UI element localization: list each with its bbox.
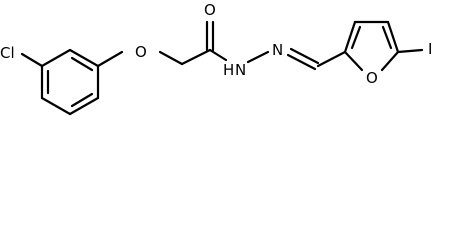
bond-furan-c: [386, 20, 400, 54]
bond-ring1-d: [68, 96, 100, 116]
atom-label-amide-h: H: [223, 61, 234, 79]
bond-ring1-b: [68, 48, 100, 68]
atom-label-amide-n: N: [235, 61, 246, 79]
bond-carbonyl-nh: [208, 48, 228, 62]
bond-furan-e: [343, 50, 364, 72]
atom-label-ether-oxygen: O: [135, 43, 147, 61]
atom-label-carbonyl-oxygen: O: [204, 1, 216, 19]
atom-label-chlorine: Cl: [0, 44, 15, 62]
bond-furan-double-2: [381, 25, 393, 50]
bond-oxygen-ch2: [158, 50, 184, 66]
structure-diagram: Cl O O H N N O I: [0, 1, 432, 116]
bond-ring1-double-2: [70, 92, 94, 108]
bond-furan-a: [343, 20, 357, 54]
bond-imine-2: [286, 53, 317, 71]
bond-ch-furan: [316, 50, 347, 68]
bond-furan-double-1: [350, 25, 362, 50]
bond-ring1-e: [40, 96, 72, 116]
bond-furan-d: [380, 50, 400, 72]
bond-n-n: [246, 50, 270, 64]
atom-label-imine-n: N: [272, 41, 283, 59]
atom-label-furan-oxygen: O: [366, 69, 378, 87]
bond-c-i: [396, 48, 424, 54]
atom-label-iodine: I: [428, 40, 432, 58]
bond-ring1-double-1: [70, 56, 94, 72]
bond-ch2-carbonyl: [180, 48, 212, 66]
bond-ring-oxygen: [96, 50, 124, 68]
bond-ring1-a: [40, 48, 72, 68]
bond-imine-1: [289, 47, 320, 65]
bond-c-cl: [20, 52, 44, 68]
